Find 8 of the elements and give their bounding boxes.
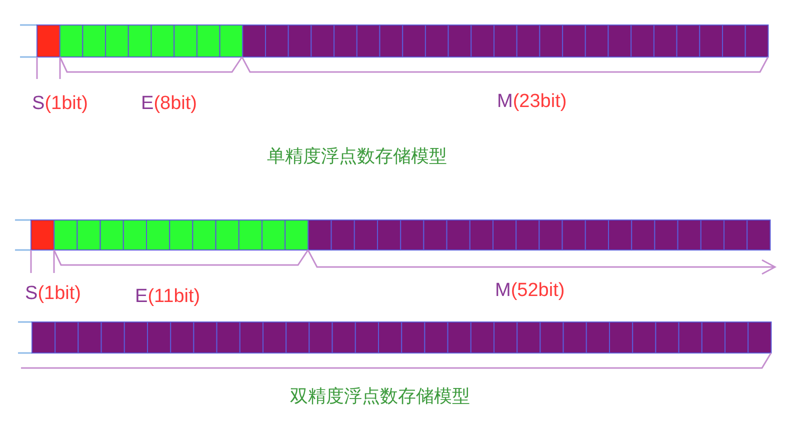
field-label: M(23bit)	[497, 91, 567, 113]
caption: 单精度浮点数存储模型	[267, 146, 447, 168]
field-label: E(8bit)	[141, 93, 197, 115]
field-label: S(1bit)	[32, 93, 88, 115]
caption: 双精度浮点数存储模型	[290, 386, 470, 408]
field-label: M(52bit)	[495, 280, 565, 302]
field-label: S(1bit)	[25, 283, 81, 305]
field-label: E(11bit)	[135, 286, 200, 308]
